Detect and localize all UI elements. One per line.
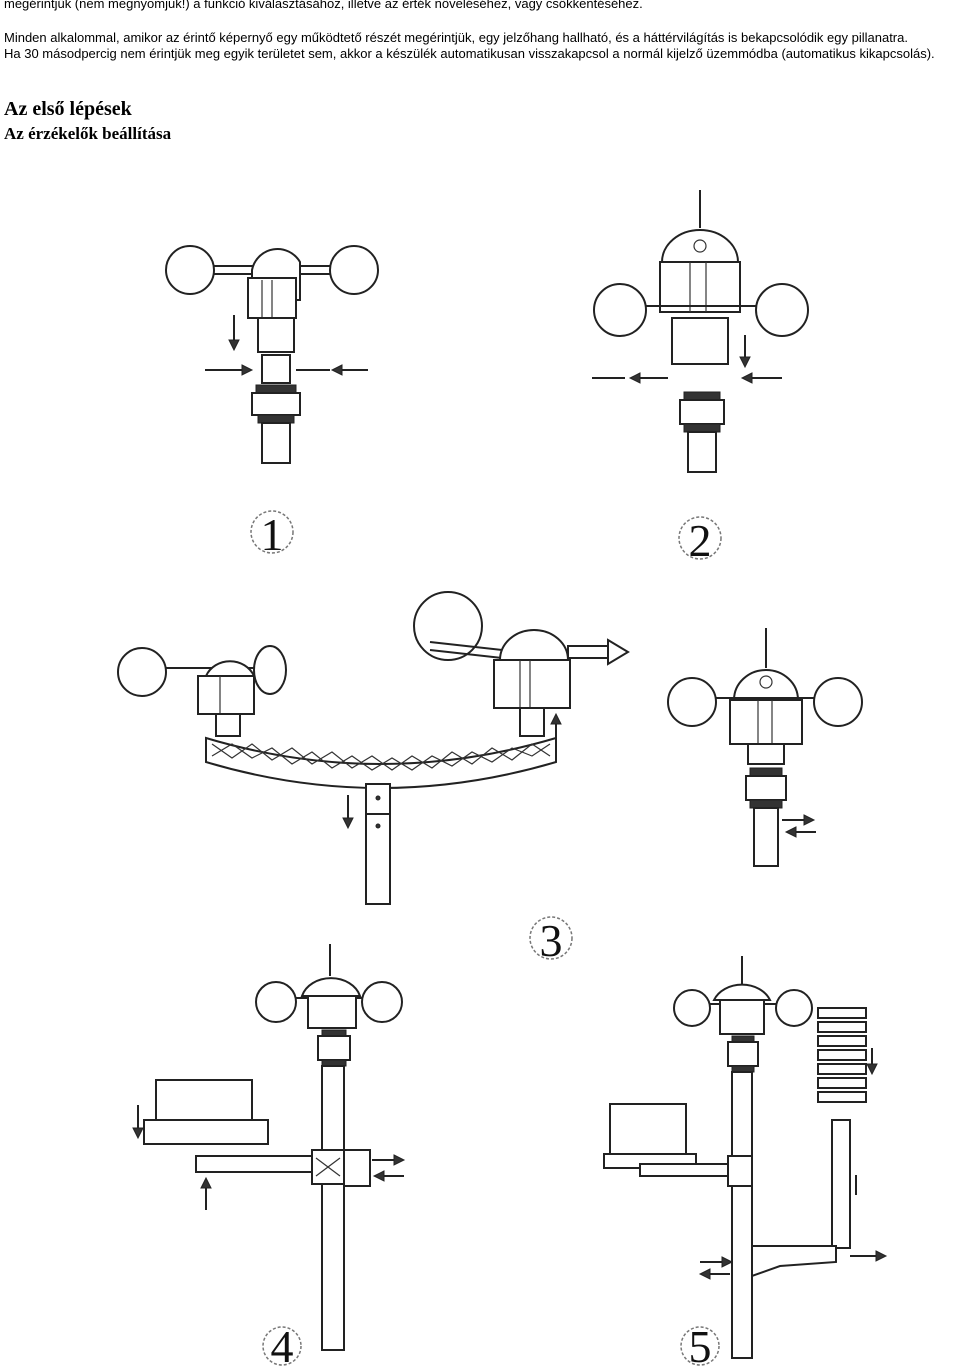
figure-1-number: 1 — [261, 509, 284, 560]
figure-5-number: 5 — [689, 1321, 712, 1367]
figure-3-drawing — [117, 591, 863, 905]
figure-5-ring — [680, 1326, 720, 1366]
subsection-heading: Az érzékelők beállítása — [4, 124, 172, 143]
figure-4-ring — [262, 1326, 302, 1366]
figure-1-drawing — [165, 245, 379, 464]
paragraph-line-3: Ha 30 másodpercig nem érintjük meg egyik… — [4, 46, 935, 61]
figure-2-ring — [678, 516, 722, 560]
figure-4-number: 4 — [271, 1321, 294, 1367]
figure-4-drawing — [132, 944, 406, 1351]
paragraph-line-2: Minden alkalommal, amikor az érintő képe… — [4, 30, 908, 45]
figure-1-ring — [250, 510, 294, 554]
section-heading: Az első lépések — [4, 98, 132, 120]
figure-2-number: 2 — [689, 515, 712, 566]
figure-5-drawing — [603, 956, 888, 1359]
figure-2-drawing — [592, 190, 809, 473]
figure-3-ring — [529, 916, 573, 960]
figure-3-number: 3 — [540, 915, 563, 966]
paragraph-line-1: megérintjük (nem megnyomjuk!) a funkció … — [4, 0, 643, 11]
